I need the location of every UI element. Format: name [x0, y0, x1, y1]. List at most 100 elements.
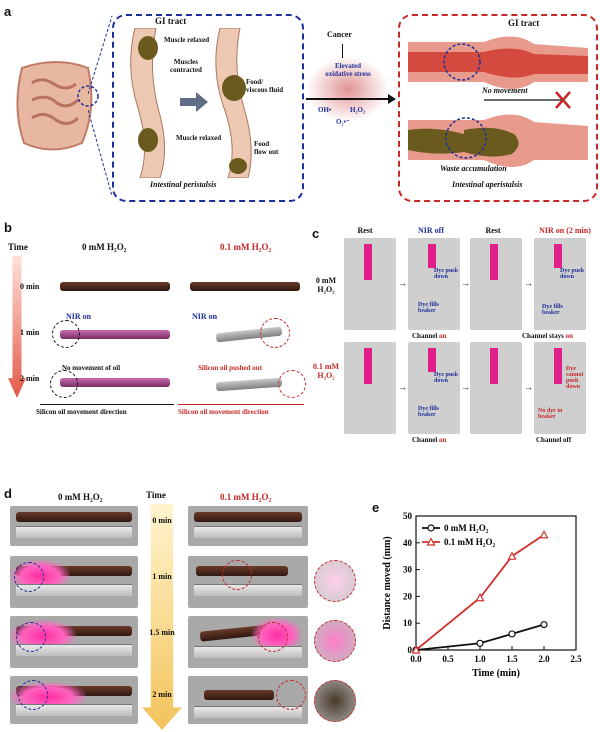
x-axis-label: Time (min) — [472, 668, 520, 679]
c-dye-push-r2: Dye push down — [434, 372, 458, 384]
d-circle-r2 — [258, 622, 288, 652]
panel-d-label: d — [4, 486, 12, 501]
c-dye-push-r1-4: Dye push down — [560, 268, 584, 280]
b-tube-0-0mm — [60, 282, 170, 291]
c-channel-on-r1: Channel on — [412, 332, 447, 340]
d-rod-r3 — [204, 690, 274, 700]
food-viscous-label: Food/ viscous fluid — [246, 78, 284, 94]
b-col-0mm: 0 mM H₂O₂ — [82, 242, 127, 252]
data-point — [508, 630, 516, 638]
c-channel-on-r2: Channel on — [412, 436, 447, 444]
panel-c-label: c — [312, 226, 320, 241]
x-tick-label: 0.5 — [442, 654, 454, 664]
d-time-1: 1 min — [152, 572, 172, 581]
data-point — [507, 551, 517, 560]
c-dye-r1-2 — [428, 244, 436, 268]
b-nir-on-left: NIR on — [66, 312, 92, 321]
b-circle-1-right — [260, 318, 290, 348]
d-time-header: Time — [146, 490, 166, 500]
y-tick-label: 10 — [403, 618, 413, 628]
d-time-2: 2 min — [152, 690, 172, 699]
d-zoom-1 — [314, 560, 356, 602]
d-time-15: 1.5 min — [149, 628, 175, 637]
main-right-arrow — [306, 98, 392, 100]
peristalsis-box — [112, 14, 304, 202]
legend-label-0: 0 mM H₂O₂ — [444, 523, 489, 533]
panel-a-label: a — [4, 4, 12, 19]
oxidative-glow — [306, 56, 390, 122]
food-flow-out-label: Food flow out — [254, 140, 279, 156]
d-ruler-l0 — [16, 526, 132, 538]
d-rod-l1 — [16, 566, 132, 576]
time-arrow-b — [8, 256, 26, 398]
y-tick-label: 50 — [403, 511, 413, 521]
c-dye-r2-3 — [490, 348, 498, 384]
d-ruler-l2 — [16, 644, 132, 656]
cancer-label: Cancer — [327, 30, 352, 39]
c-row1-label: 0 mM H₂O₂ — [315, 276, 337, 294]
c-dye-r2-4 — [554, 348, 562, 384]
c-dye-fills-r1-4: Dye fills beaker — [542, 304, 563, 316]
c-dye-r2-1 — [364, 348, 372, 384]
muscle-relaxed-bottom: Muscle relaxed — [176, 134, 222, 142]
gi-tract-label-right: GI tract — [508, 18, 540, 28]
oh-radical: OH• — [318, 106, 332, 114]
d-ruler-l1 — [16, 584, 132, 596]
x-tick-label: 1.5 — [506, 654, 518, 664]
elevated-stress-label: Elevated oxidative stress — [325, 62, 371, 78]
panel-b-label: b — [4, 220, 12, 235]
b-tube-0-01mm — [190, 282, 300, 291]
d-ruler-r3 — [194, 706, 302, 718]
b-tube-1-0mm — [60, 330, 170, 339]
c-channel-off: Channel off — [536, 436, 572, 444]
x-tick-label: 0.0 — [410, 654, 422, 664]
gi-tract-label-left: GI tract — [155, 16, 187, 26]
c-dye-r1-1 — [364, 244, 372, 280]
b-circle-2-right — [278, 370, 306, 398]
c-arrow-r1-a: → — [398, 278, 407, 288]
x-tick-label: 2.0 — [538, 654, 550, 664]
no-movement-label: No movement — [482, 86, 528, 95]
c-arrow-r2-c: → — [524, 382, 533, 392]
c-dye-r1-3 — [490, 244, 498, 280]
aperistalsis-label: Intestinal aperistalsis — [452, 180, 523, 189]
waste-label: Waste accumulation — [440, 164, 507, 173]
plot-frame — [415, 515, 577, 651]
h2o2-label: H₂O₂ — [350, 106, 366, 114]
c-dye-push-r1: Dye push down — [434, 268, 458, 280]
d-circle-r1 — [222, 560, 252, 590]
data-point — [475, 592, 485, 602]
b-dir-line-right — [178, 404, 304, 405]
b-row-0min: 0 min — [20, 282, 40, 291]
c-dye-r1-4 — [554, 244, 562, 268]
series-line-0 — [415, 623, 545, 651]
b-no-movement: No movement of oil — [62, 364, 121, 372]
series-line-1 — [415, 534, 545, 651]
data-point — [411, 645, 421, 654]
c-header-rest-2: Rest — [485, 226, 501, 235]
peristalsis-label: Intestinal peristalsis — [150, 180, 217, 189]
d-circle-l2 — [16, 622, 46, 652]
c-arrow-r2-a: → — [398, 382, 407, 392]
c-dye-r2-2 — [428, 348, 436, 372]
b-tube-2-01mm — [215, 377, 283, 392]
data-point — [539, 529, 549, 539]
legend-marker-1 — [426, 537, 436, 546]
d-rod-l0 — [16, 512, 132, 522]
aperistalsis-tubes — [408, 36, 588, 167]
aperistalsis-box — [398, 14, 598, 202]
muscles-contracted: Muscles contracted — [170, 58, 202, 74]
superoxide-label: O₂•⁻ — [336, 118, 350, 126]
x-tick-label: 1.0 — [474, 654, 486, 664]
c-dye-fills-r2: Dye fills beaker — [418, 406, 439, 418]
c-no-dye: No dye in beaker — [538, 408, 563, 420]
c-arrow-r2-b: → — [461, 382, 470, 392]
b-dir-line-left — [40, 404, 174, 405]
c-arrow-r1-b: → — [461, 278, 470, 288]
b-pushed-out: Silicon oil pushed out — [198, 364, 262, 372]
d-ruler-r0 — [194, 526, 302, 538]
d-circle-l3 — [18, 680, 48, 710]
b-tube-2-0mm — [60, 378, 170, 387]
muscle-relaxed-top: Muscle relaxed — [164, 36, 210, 44]
